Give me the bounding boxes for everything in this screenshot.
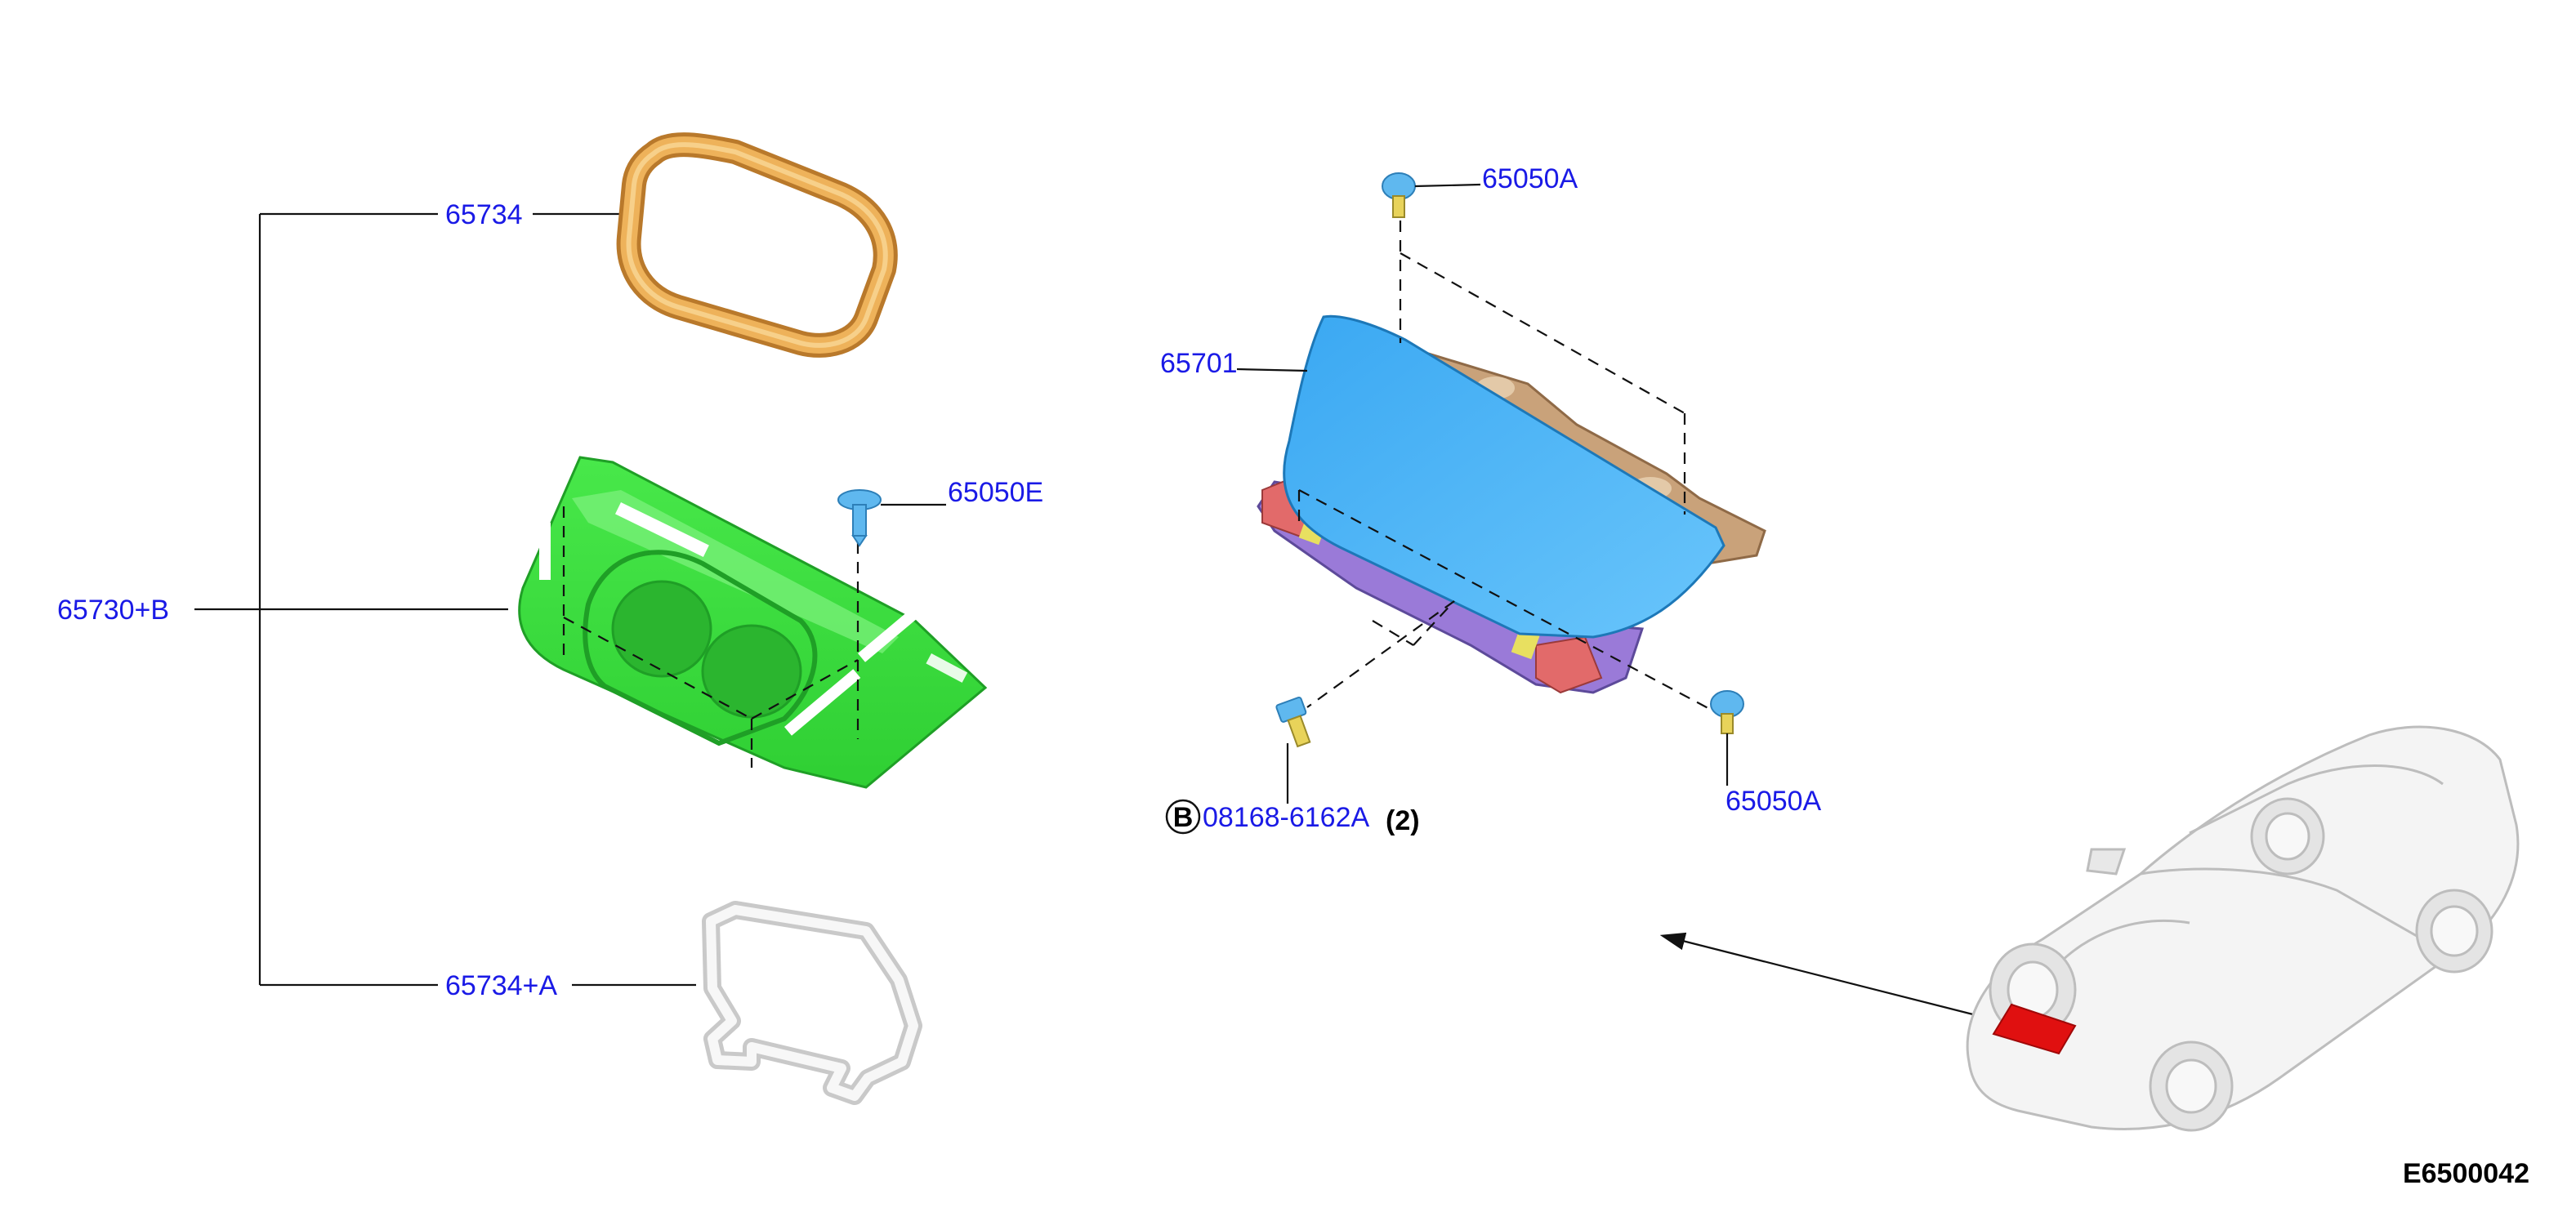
bolt-icon	[1275, 696, 1311, 748]
clip-icon	[1710, 690, 1744, 734]
location-highlight	[1992, 1003, 2077, 1055]
diagram-code: E6500042	[2403, 1158, 2529, 1189]
clip-icon	[1382, 172, 1416, 218]
arrow-icon	[1659, 932, 2019, 1027]
label-gasket-top[interactable]: 65734	[445, 199, 523, 230]
label-clip-top[interactable]: 65050A	[1482, 163, 1578, 194]
bolt-marker: B	[1165, 799, 1201, 835]
label-clip-left[interactable]: 65050E	[948, 477, 1043, 508]
bolt-marker-letter: B	[1173, 802, 1194, 833]
leader-panel	[1236, 368, 1308, 372]
panel-assembly-part	[1257, 221, 1766, 713]
bolt-quantity: (2)	[1386, 805, 1420, 836]
label-clip-right[interactable]: 65050A	[1726, 786, 1822, 817]
car-outline-icon	[1966, 725, 2520, 1132]
bezel-part	[518, 456, 988, 789]
label-bolt[interactable]: 08168-6162A	[1203, 802, 1370, 833]
label-bezel-assembly[interactable]: 65730+B	[57, 595, 169, 626]
label-gasket-bottom[interactable]: 65734+A	[445, 970, 557, 1001]
clip-icon	[837, 489, 882, 547]
gasket-top-part	[616, 132, 898, 358]
assembly-bracket-leader	[194, 212, 696, 987]
label-panel[interactable]: 65701	[1160, 348, 1238, 379]
leader-clip-top	[1414, 183, 1481, 188]
gasket-bottom-part	[702, 901, 922, 1105]
